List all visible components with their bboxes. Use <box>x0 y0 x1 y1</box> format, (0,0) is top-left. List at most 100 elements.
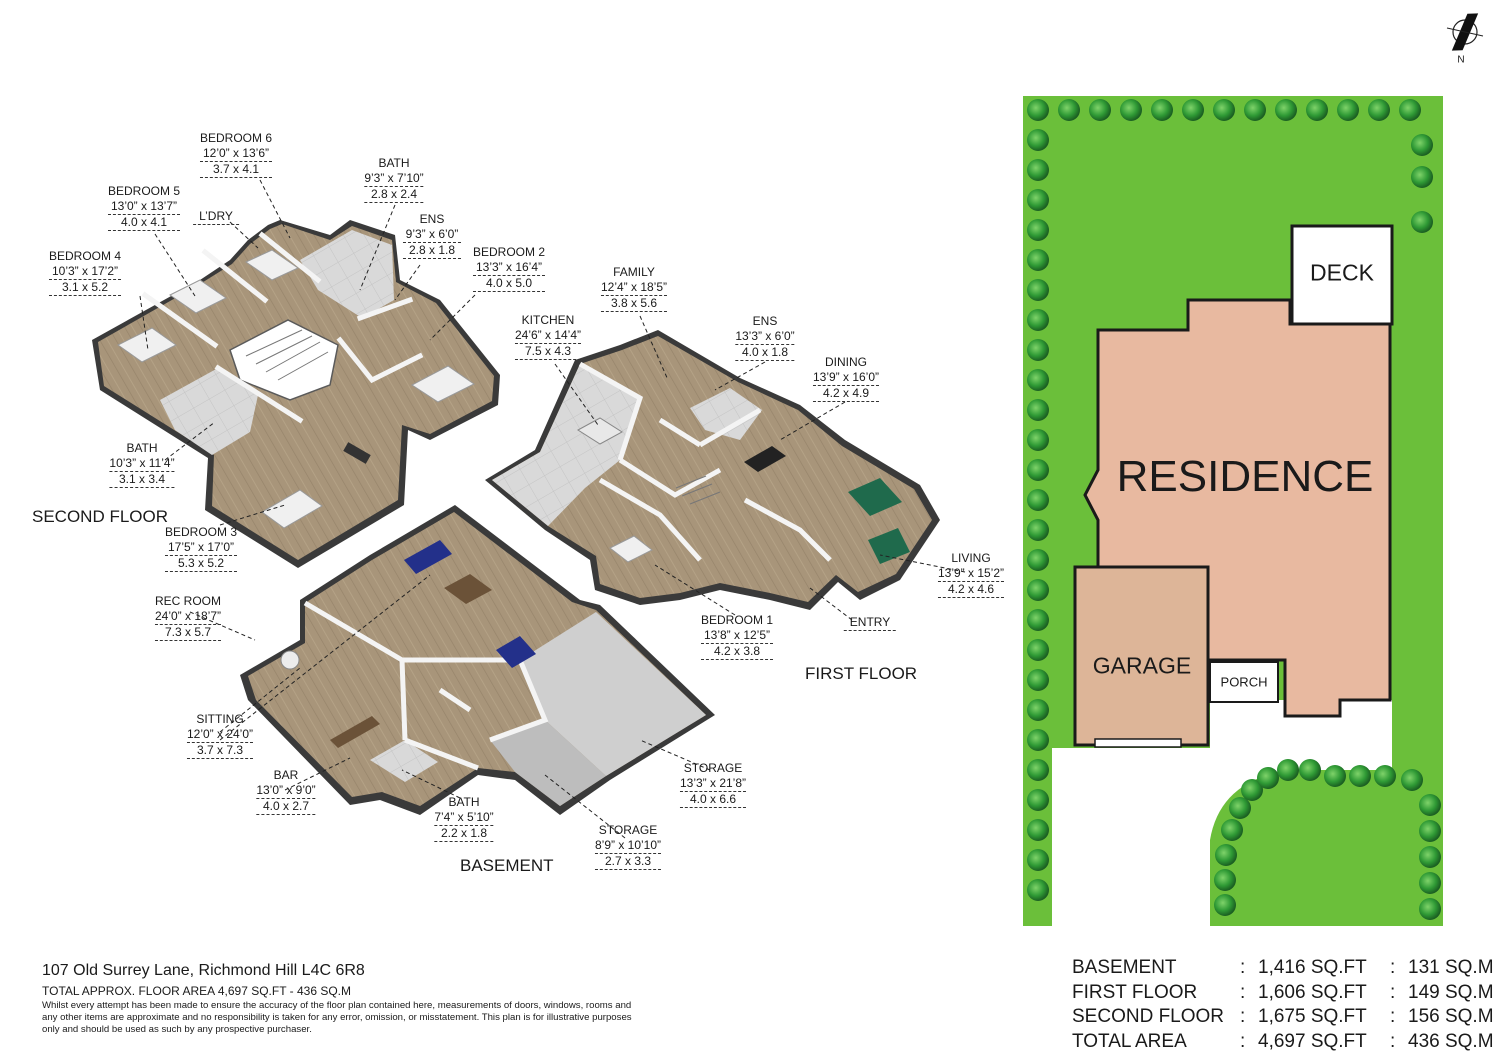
tree-icon <box>1419 872 1441 894</box>
tree-icon <box>1399 99 1421 121</box>
basement-title: BASEMENT <box>460 856 554 875</box>
tree-icon <box>1027 519 1049 541</box>
tree-icon <box>1058 99 1080 121</box>
garage-door <box>1094 738 1182 748</box>
trees <box>1027 99 1441 920</box>
site-plan <box>1023 96 1443 926</box>
second-floor-title: SECOND FLOOR <box>32 507 169 526</box>
tree-icon <box>1401 769 1423 791</box>
tree-icon <box>1368 99 1390 121</box>
area-row-first-floor: FIRST FLOOR:1,606 SQ.FT:149 SQ.M <box>1072 981 1494 1003</box>
front-walk <box>1210 700 1392 926</box>
bath-basement-tile <box>370 740 438 782</box>
tree-icon <box>1027 759 1049 781</box>
room-label-entry: ENTRY <box>843 615 897 631</box>
tree-icon <box>1027 669 1049 691</box>
kitchen-tile <box>492 364 640 526</box>
property-address: 107 Old Surrey Lane, Richmond Hill L4C 6… <box>42 962 365 979</box>
tree-icon <box>1027 819 1049 841</box>
disclaimer: Whilst every attempt has been made to en… <box>42 1000 632 1035</box>
tree-icon <box>1089 99 1111 121</box>
tree-icon <box>1027 789 1049 811</box>
storage2-floor <box>490 720 606 806</box>
porch-label: PORCH <box>1220 674 1268 690</box>
deck-label: DECK <box>1310 259 1374 286</box>
tree-icon <box>1027 309 1049 331</box>
tree-icon <box>1027 399 1049 421</box>
tree-icon <box>1027 639 1049 661</box>
tree-icon <box>1027 729 1049 751</box>
tree-icon <box>1337 99 1359 121</box>
tree-icon <box>1027 579 1049 601</box>
tree-icon <box>1324 765 1346 787</box>
tree-icon <box>1120 99 1142 121</box>
tree-icon <box>1214 869 1236 891</box>
tree-icon <box>1257 767 1279 789</box>
tree-icon <box>1182 99 1204 121</box>
residence-label: RESIDENCE <box>1116 452 1374 501</box>
tree-icon <box>1241 779 1263 801</box>
tree-icon <box>1027 489 1049 511</box>
footer: 107 Old Surrey Lane, Richmond Hill L4C 6… <box>42 962 642 1036</box>
area-row-basement: BASEMENT:1,416 SQ.FT:131 SQ.M <box>1072 957 1494 978</box>
tree-icon <box>1027 549 1049 571</box>
tree-icon <box>1027 339 1049 361</box>
tree-icon <box>1027 429 1049 451</box>
basement-plan <box>240 505 715 815</box>
tree-icon <box>1411 166 1433 188</box>
garage <box>1073 565 1210 747</box>
tree-icon <box>1419 794 1441 816</box>
tree-icon <box>1411 211 1433 233</box>
tree-icon <box>1027 699 1049 721</box>
tree-icon <box>1277 759 1299 781</box>
total-floor-area: TOTAL APPROX. FLOOR AREA 4,697 SQ.FT - 4… <box>42 984 351 998</box>
second-floor-plan <box>92 220 500 568</box>
tree-icon <box>1215 844 1237 866</box>
tree-icon <box>1027 129 1049 151</box>
tree-icon <box>1419 820 1441 842</box>
tree-icon <box>1419 846 1441 868</box>
tree-icon <box>1027 99 1049 121</box>
room-leader-lines <box>139 179 966 839</box>
area-row-second-floor: SECOND FLOOR:1,675 SQ.FT:156 SQ.M <box>1072 1006 1494 1027</box>
tree-icon <box>1151 99 1173 121</box>
tree-icon <box>1411 134 1433 156</box>
area-row-total: TOTAL AREA:4,697 SQ.FT:436 SQ.M <box>1072 1030 1494 1052</box>
tree-icon <box>1419 898 1441 920</box>
tree-icon <box>1299 759 1321 781</box>
tree-icon <box>1027 159 1049 181</box>
bath-second-tile <box>160 368 258 455</box>
tree-icon <box>1027 249 1049 271</box>
tree-icon <box>1306 99 1328 121</box>
tree-icon <box>1229 797 1251 819</box>
tree-icon <box>1027 189 1049 211</box>
area-summary-table: BASEMENT:1,416 SQ.FT:131 SQ.M FIRST FLOO… <box>1072 956 1494 1054</box>
tree-icon <box>1349 765 1371 787</box>
tree-icon <box>1214 894 1236 916</box>
garage-label: GARAGE <box>1092 652 1192 679</box>
tree-icon <box>1027 219 1049 241</box>
tree-icon <box>1374 765 1396 787</box>
room-label-ldry: L’DRY <box>193 209 239 225</box>
ens-first-tile <box>690 388 762 440</box>
tree-icon <box>1027 849 1049 871</box>
first-floor-plan <box>485 330 940 610</box>
tree-icon <box>1027 879 1049 901</box>
tree-icon <box>1027 369 1049 391</box>
